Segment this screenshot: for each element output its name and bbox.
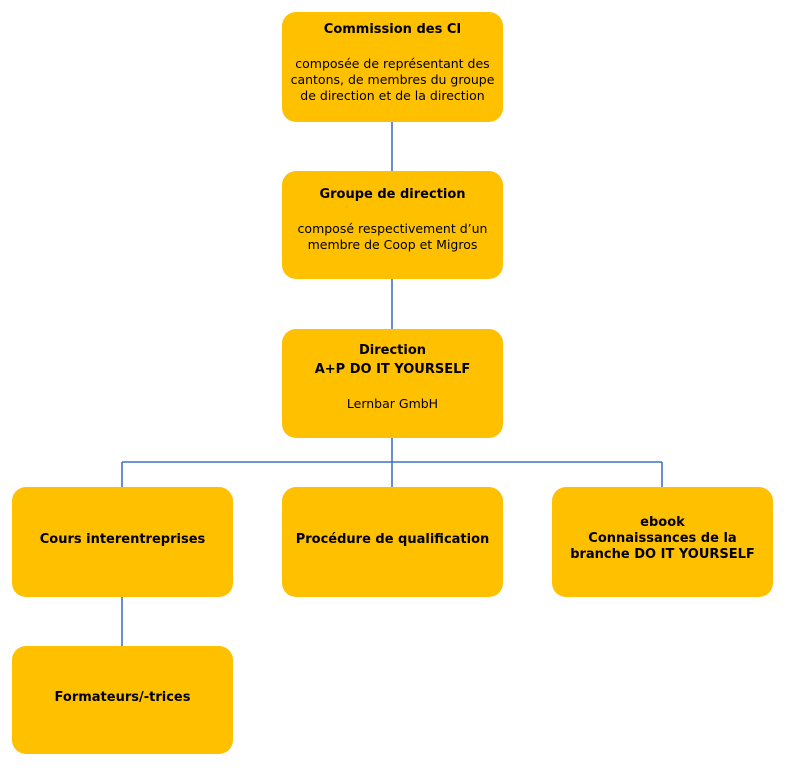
- node-commission-description: composée de représentant des cantons, de…: [290, 56, 495, 103]
- node-ebook: ebook Connaissances de la branche DO IT …: [552, 487, 773, 597]
- node-formateurs-title: Formateurs/-trices: [54, 690, 191, 705]
- node-direction-title: Direction: [358, 343, 427, 358]
- node-commission-title: Commission des CI: [323, 22, 462, 37]
- node-ebook-title-line3: branche DO IT YOURSELF: [570, 546, 755, 562]
- node-groupe-title: Groupe de direction: [319, 187, 466, 202]
- node-commission-des-ci: Commission des CI composée de représenta…: [282, 12, 503, 122]
- node-cours-interentreprises: Cours interentreprises: [12, 487, 233, 597]
- node-cours-title: Cours interentreprises: [39, 532, 206, 547]
- node-groupe-description: composé respectivement d’un membre de Co…: [297, 221, 488, 252]
- node-procedure-de-qualification: Procédure de qualification: [282, 487, 503, 597]
- node-procedure-title: Procédure de qualification: [295, 532, 490, 547]
- node-ebook-title-line2: Connaissances de la: [588, 530, 737, 546]
- node-direction-description: Lernbar GmbH: [346, 396, 439, 411]
- node-ebook-title: ebook Connaissances de la branche DO IT …: [570, 515, 755, 563]
- node-direction: Direction A+P DO IT YOURSELF Lernbar Gmb…: [282, 329, 503, 438]
- node-ebook-title-line1: ebook: [640, 514, 685, 530]
- node-formateurs-trices: Formateurs/-trices: [12, 646, 233, 754]
- node-groupe-de-direction: Groupe de direction composé respectiveme…: [282, 171, 503, 279]
- node-direction-subtitle: A+P DO IT YOURSELF: [314, 362, 471, 377]
